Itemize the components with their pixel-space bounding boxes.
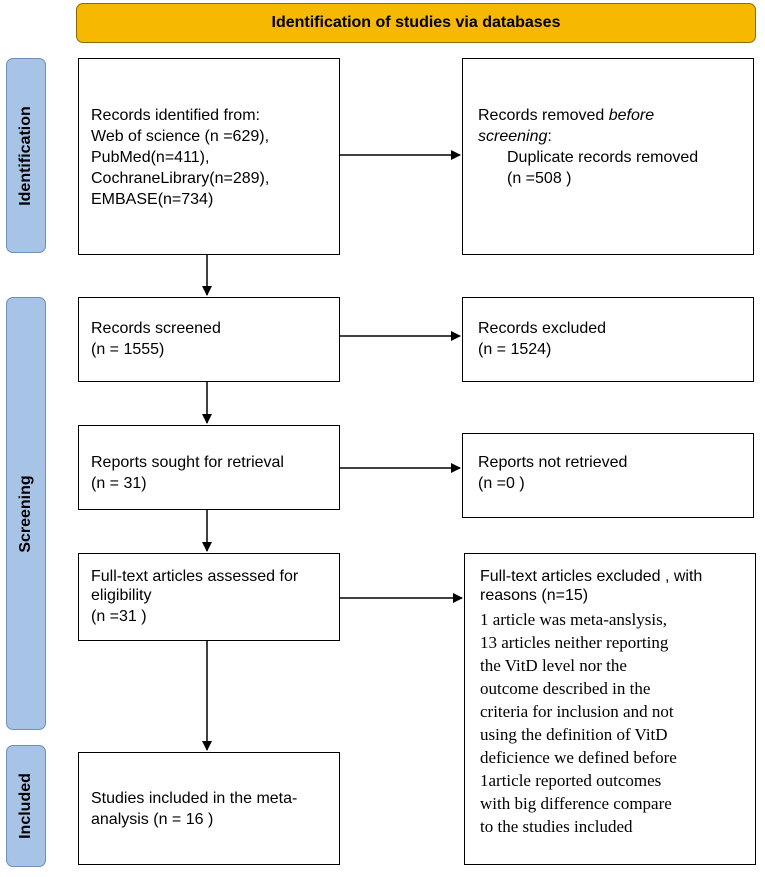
records-identified-heading: Records identified from: xyxy=(91,107,260,124)
full-text-excluded-count: reasons (n=15) xyxy=(480,587,589,604)
records-screened-label: Records screened xyxy=(91,320,221,337)
records-identified-box: Records identified from: Web of science … xyxy=(78,58,340,255)
full-text-excluded-box: Full-text articles excluded , with reaso… xyxy=(464,553,756,865)
exclusion-reason: using the definition of VitD xyxy=(480,725,668,744)
records-removed-line1: Records removed before xyxy=(478,107,655,124)
full-text-assessed-count: (n =31 ) xyxy=(91,608,147,625)
records-screened-count: (n = 1555) xyxy=(91,341,165,358)
records-identified-source: EMBASE(n=734) xyxy=(91,191,214,208)
exclusion-reason: the VitD level nor the xyxy=(480,656,627,675)
header-title: Identification of studies via databases xyxy=(271,14,561,31)
studies-included-label: Studies included in the meta- xyxy=(91,790,298,807)
phase-screening: Screening xyxy=(6,297,46,730)
exclusion-reason: 1article reported outcomes xyxy=(480,771,662,790)
exclusion-reason: deficience we defined before xyxy=(480,748,677,767)
full-text-assessed-label-cont: eligibility xyxy=(91,587,152,604)
records-removed-count: (n =508 ) xyxy=(507,170,572,187)
reports-not-retrieved-box: Reports not retrieved (n =0 ) xyxy=(462,433,754,518)
exclusion-reason: to the studies included xyxy=(480,817,633,836)
records-excluded-label: Records excluded xyxy=(478,320,607,337)
records-identified-source: PubMed(n=411), xyxy=(91,149,210,166)
reports-sought-box: Reports sought for retrieval (n = 31) xyxy=(78,425,340,510)
exclusion-reason: 13 articles neither reporting xyxy=(480,633,669,652)
records-identified-source: CochraneLibrary(n=289), xyxy=(91,170,270,187)
records-removed-line3: Duplicate records removed xyxy=(507,149,699,166)
full-text-excluded-label: Full-text articles excluded , with xyxy=(480,568,703,585)
records-removed-box: Records removed before screening: Duplic… xyxy=(462,58,754,255)
header-banner: Identification of studies via databases xyxy=(76,3,756,43)
records-removed-line2: screening: xyxy=(478,128,552,145)
exclusion-reason: 1 article was meta-anslysis, xyxy=(480,610,667,629)
records-excluded-count: (n = 1524) xyxy=(478,341,552,358)
full-text-assessed-label: Full-text articles assessed for xyxy=(91,568,299,585)
phase-included: Included xyxy=(6,745,46,867)
reports-not-retrieved-label: Reports not retrieved xyxy=(478,454,628,471)
reports-sought-count: (n = 31) xyxy=(91,475,147,492)
exclusion-reason: outcome described in the xyxy=(480,679,651,698)
exclusion-reason: criteria for inclusion and not xyxy=(480,702,674,721)
records-screened-box: Records screened (n = 1555) xyxy=(78,297,340,382)
phase-identification: Identification xyxy=(6,58,46,253)
reports-not-retrieved-count: (n =0 ) xyxy=(478,475,525,492)
reports-sought-label: Reports sought for retrieval xyxy=(91,454,284,471)
full-text-assessed-box: Full-text articles assessed for eligibil… xyxy=(78,553,340,641)
studies-included-count: analysis (n = 16 ) xyxy=(91,811,214,828)
studies-included-box: Studies included in the meta- analysis (… xyxy=(78,752,340,865)
records-identified-source: Web of science (n =629), xyxy=(91,128,270,145)
exclusion-reason: with big difference compare xyxy=(480,794,672,813)
records-excluded-box: Records excluded (n = 1524) xyxy=(462,297,754,382)
